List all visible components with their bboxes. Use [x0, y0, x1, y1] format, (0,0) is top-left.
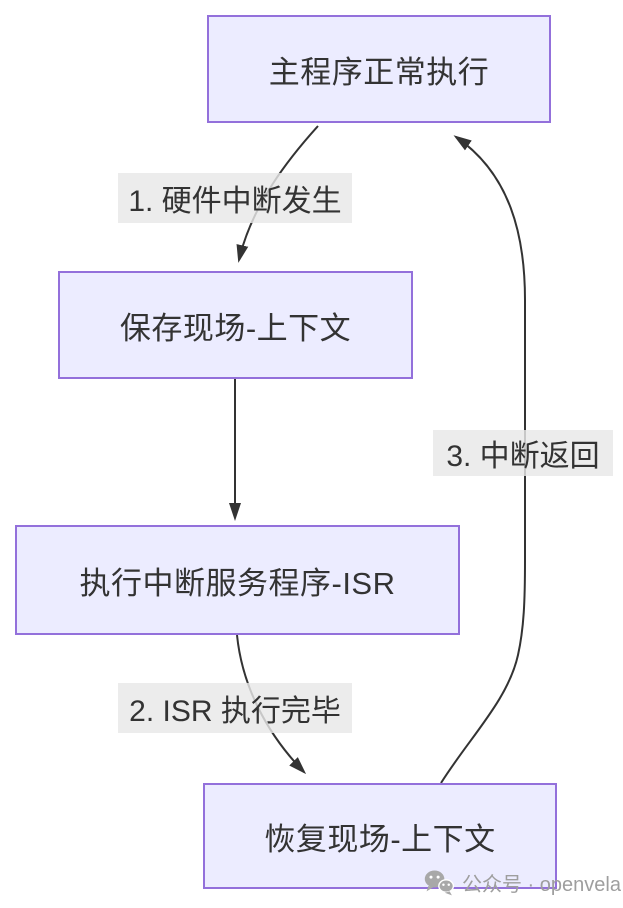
edge-label-isr-complete: 2. ISR 执行完毕 — [118, 683, 352, 733]
edge-label-hw-interrupt: 1. 硬件中断发生 — [118, 173, 352, 223]
wechat-icon — [424, 870, 455, 895]
edge-restore-to-main — [440, 135, 526, 784]
watermark-text: 公众号 · openvela — [462, 873, 621, 896]
node-execute-isr: 执行中断服务程序-ISR — [15, 525, 460, 635]
node-restore-context: 恢复现场-上下文 — [203, 783, 557, 889]
edge-label-interrupt-return: 3. 中断返回 — [433, 430, 613, 476]
watermark: 公众号 · openvela — [423, 866, 621, 898]
node-main-program: 主程序正常执行 — [207, 15, 551, 123]
node-save-context: 保存现场-上下文 — [58, 271, 413, 379]
